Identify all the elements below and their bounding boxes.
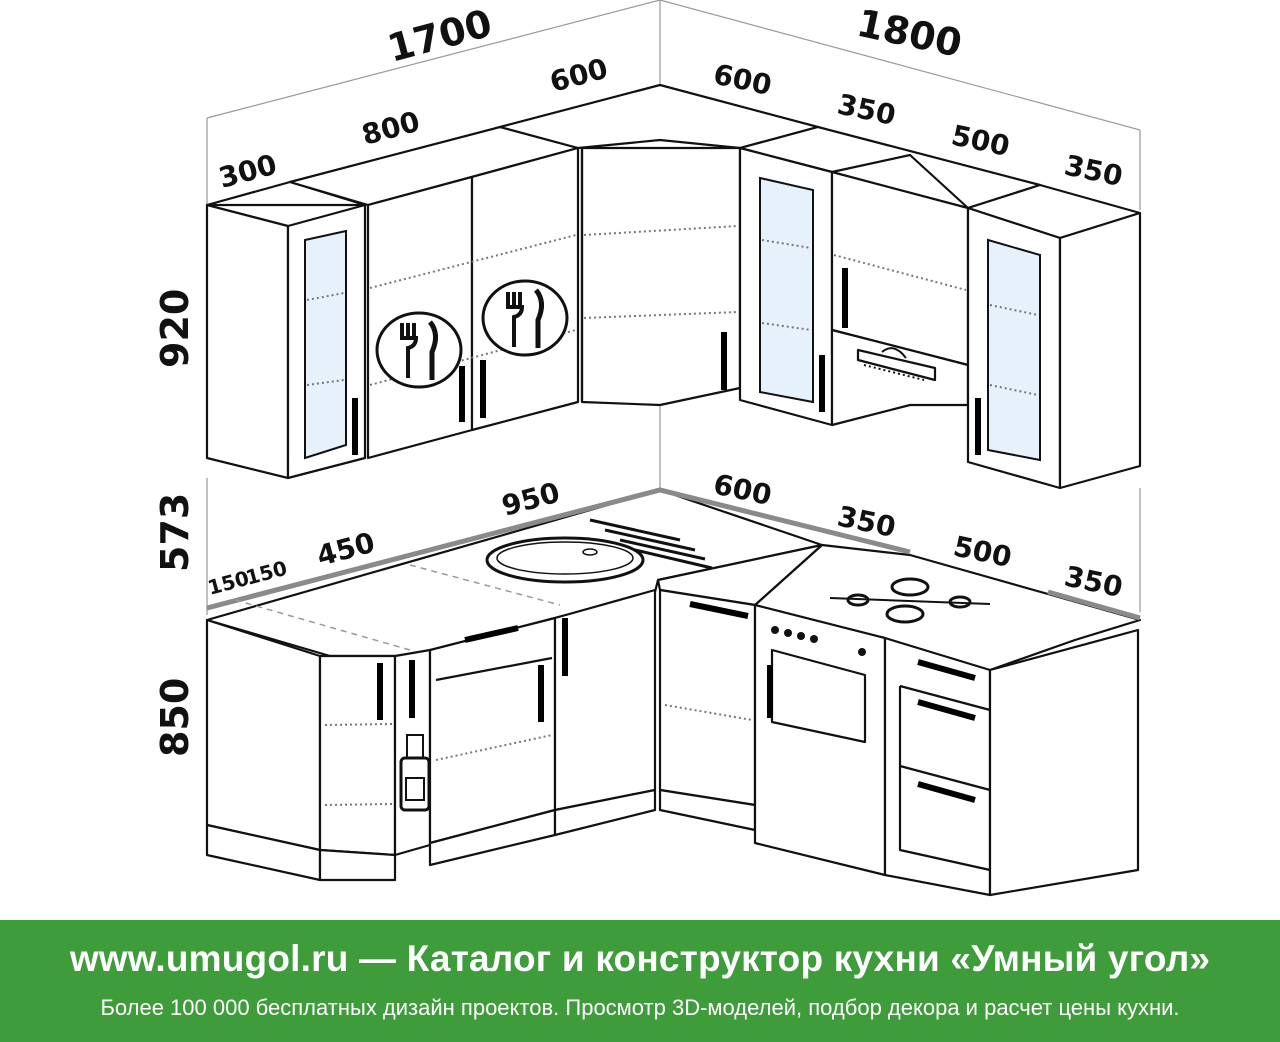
dim-lower-500: 500 xyxy=(951,530,1015,574)
cooker-hood xyxy=(830,328,970,427)
dim-height-lower: 850 xyxy=(153,678,197,757)
gas-hob xyxy=(829,577,991,624)
oven xyxy=(767,626,867,744)
dim-top-right-total: 1800 xyxy=(853,1,966,66)
dim-height-gap: 573 xyxy=(153,493,197,572)
footer-subtitle: Более 100 000 бесплатных дизайн проектов… xyxy=(100,995,1180,1020)
dim-height-upper: 920 xyxy=(153,289,197,368)
dim-upper-right-350b: 350 xyxy=(1062,149,1126,193)
kitchen-diagram: 1700 1800 300 800 600 600 350 500 350 92… xyxy=(153,0,1142,897)
dim-upper-left-800: 800 xyxy=(358,105,423,152)
round-sink xyxy=(485,518,713,584)
footer-title[interactable]: www.umugol.ru — Каталог и конструктор ку… xyxy=(69,938,1211,979)
wall-guides xyxy=(206,0,1141,615)
dim-top-left-total: 1700 xyxy=(383,1,497,71)
cutlery-plate-icon-right xyxy=(481,279,569,357)
lower-cabinets xyxy=(205,487,1142,897)
dim-upper-corner-left-600: 600 xyxy=(546,52,611,99)
dim-upper-right-500: 500 xyxy=(949,119,1013,163)
upper-cabinets xyxy=(205,83,1142,490)
site-footer-banner: www.umugol.ru — Каталог и конструктор ку… xyxy=(0,920,1280,1042)
dim-lower-150b: 150 xyxy=(243,556,290,590)
dim-upper-right-350a: 350 xyxy=(835,88,899,132)
cutlery-plate-icon-left xyxy=(375,311,463,389)
dim-upper-corner-right-600: 600 xyxy=(711,58,775,102)
